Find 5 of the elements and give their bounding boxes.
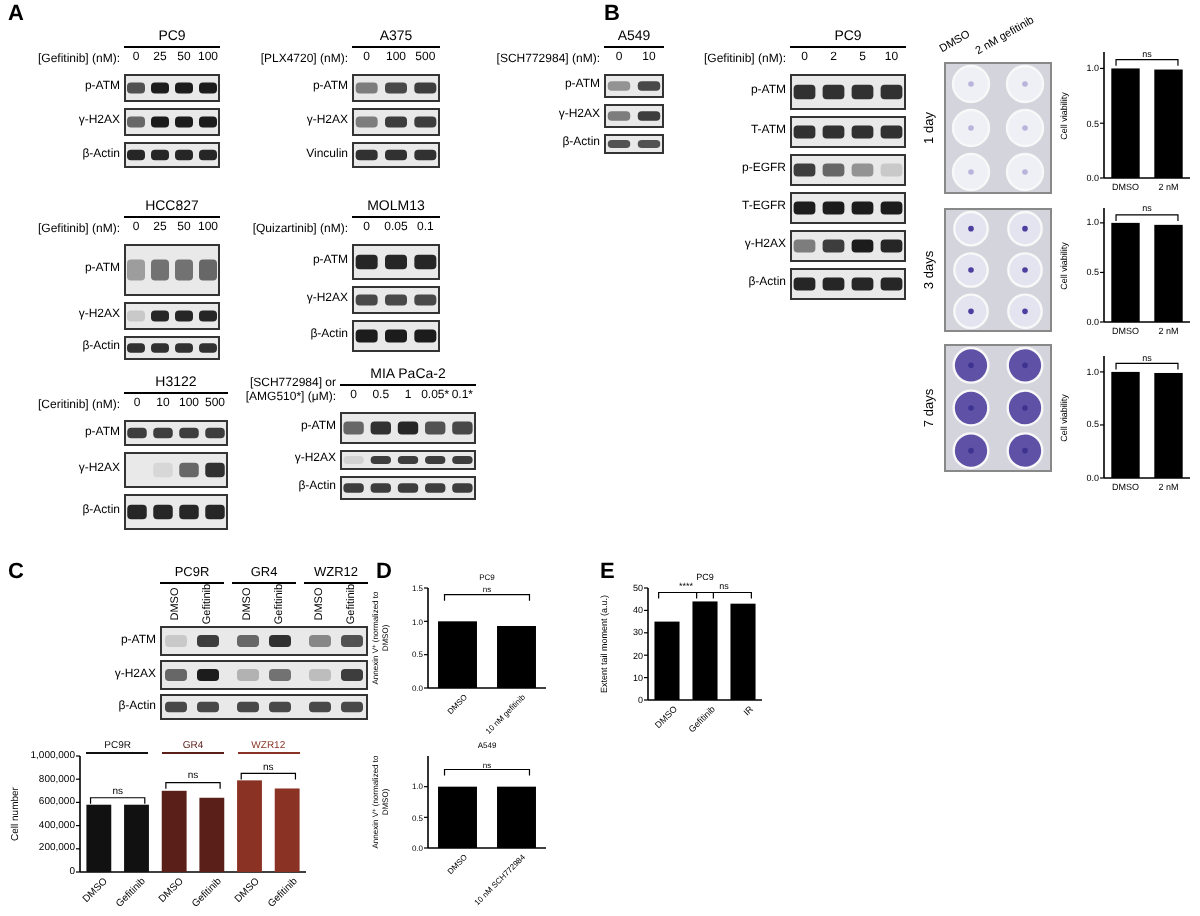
panel-letter: D: [376, 560, 392, 584]
panel-letter: B: [604, 2, 620, 26]
panel-letter: A: [8, 2, 24, 26]
panel-letter: C: [8, 560, 24, 584]
panel-letter: E: [600, 560, 615, 584]
